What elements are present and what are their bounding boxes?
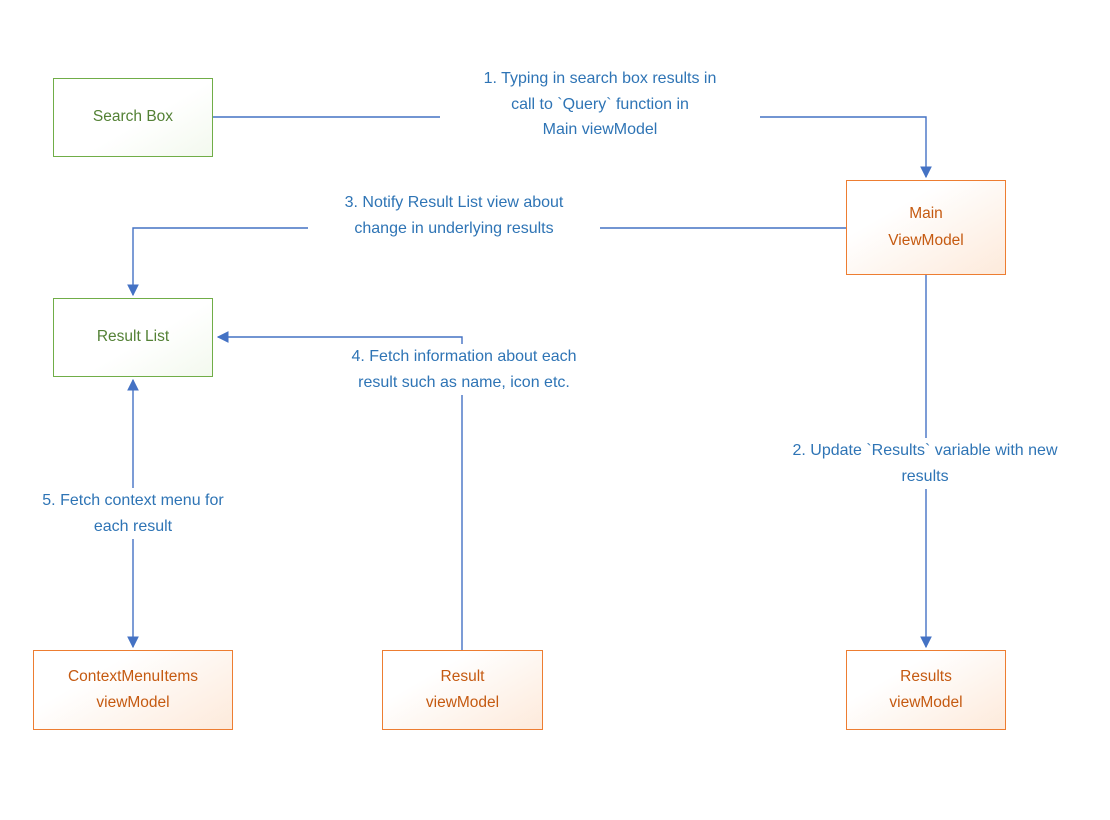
- annotation-step3: 3. Notify Result List view about change …: [308, 190, 600, 242]
- node-result-viewmodel-label: Result viewModel: [425, 667, 500, 711]
- node-main-viewmodel-label: Main ViewModel: [888, 205, 964, 249]
- node-results-viewmodel: Results viewModel: [846, 650, 1006, 730]
- node-main-viewmodel: Main ViewModel: [846, 180, 1006, 275]
- node-result-list-label: Result List: [96, 328, 170, 346]
- node-result-list: Result List: [53, 298, 213, 377]
- node-contextmenuitems-viewmodel-label: ContextMenuItems viewModel: [67, 667, 199, 711]
- annotation-step2: 2. Update `Results` variable with new re…: [755, 438, 1095, 490]
- annotation-step5: 5. Fetch context menu for each result: [20, 488, 246, 540]
- node-results-viewmodel-label: Results viewModel: [889, 667, 963, 711]
- node-search-box: Search Box: [53, 78, 213, 157]
- node-result-viewmodel: Result viewModel: [382, 650, 543, 730]
- node-search-box-label: Search Box: [92, 108, 174, 126]
- annotation-step4: 4. Fetch information about each result s…: [316, 344, 612, 396]
- arrow-mainviewmodel-to-resultlist: [127, 227, 846, 297]
- annotation-step1: 1. Typing in search box results in call …: [440, 66, 760, 143]
- arrow-resultviewmodel-to-resultlist: [216, 331, 463, 650]
- node-contextmenuitems-viewmodel: ContextMenuItems viewModel: [33, 650, 233, 730]
